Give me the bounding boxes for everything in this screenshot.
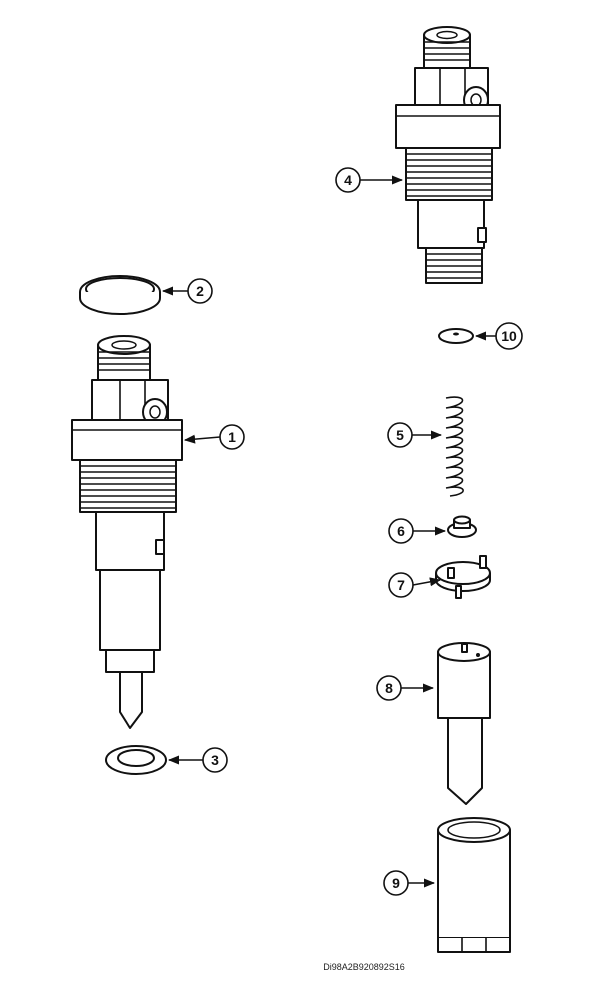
callout-4: 4 [335, 167, 404, 193]
callout-3-label: 3 [211, 752, 219, 768]
callout-8-label: 8 [385, 680, 393, 696]
nozzle-holder-body [395, 26, 501, 284]
injector-assembly [71, 335, 183, 729]
shim-washer [438, 328, 474, 344]
callout-5-label: 5 [396, 427, 404, 443]
callout-1-label: 1 [228, 429, 236, 445]
injection-nozzle [437, 642, 491, 805]
spring-seat [447, 515, 477, 538]
callout-7-label: 7 [397, 577, 405, 593]
callout-5: 5 [387, 422, 443, 448]
callout-10-label: 10 [501, 328, 517, 344]
pressure-spring [445, 396, 464, 497]
callout-2-label: 2 [196, 283, 204, 299]
intermediate-plate [435, 555, 491, 599]
callout-9-label: 9 [392, 875, 400, 891]
callout-10: 10 [474, 322, 523, 350]
callout-6: 6 [388, 518, 447, 544]
nozzle-retaining-nut [437, 817, 511, 953]
callout-6-label: 6 [397, 523, 405, 539]
callout-2: 2 [161, 278, 213, 304]
callout-7: 7 [388, 572, 442, 598]
callout-4-label: 4 [344, 172, 352, 188]
callout-8: 8 [376, 675, 435, 701]
sealing-washer-lower [105, 745, 167, 775]
callout-9: 9 [383, 870, 436, 896]
reference-code: Di98A2B920892S16 [323, 962, 405, 972]
sealing-washer-upper [79, 275, 161, 315]
callout-3: 3 [167, 747, 228, 773]
callout-1: 1 [183, 424, 245, 450]
